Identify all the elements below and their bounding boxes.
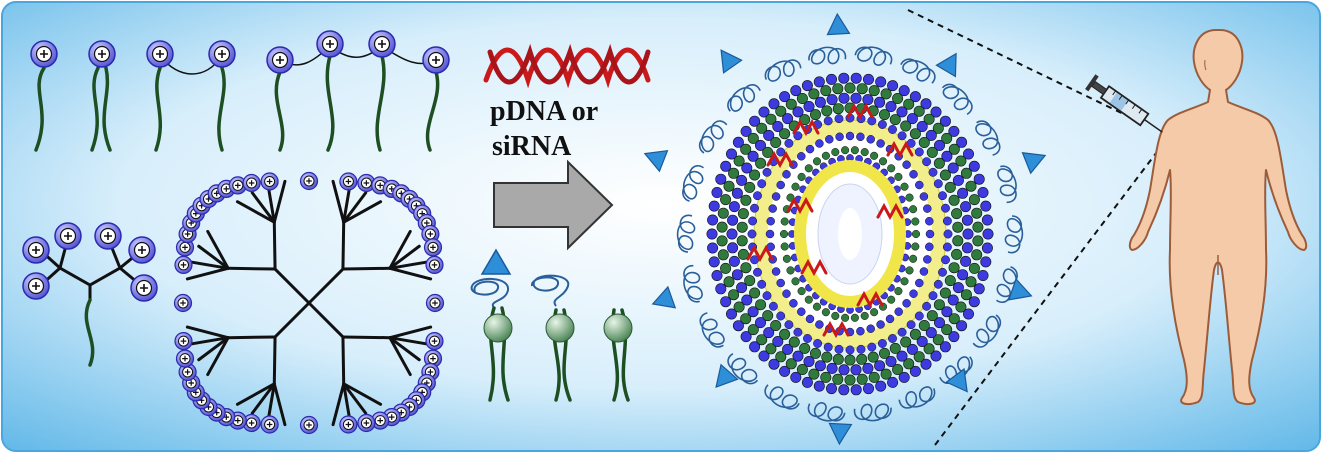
branched-lipid-icon xyxy=(22,222,158,367)
syringe-icon xyxy=(1085,74,1163,133)
dendrimer-head xyxy=(174,255,193,274)
dendrimer-head xyxy=(339,415,358,434)
dna-helix-icon xyxy=(483,43,651,89)
zoom-lines xyxy=(907,9,1167,446)
dendrimer-head xyxy=(260,415,279,434)
dendrimer-head xyxy=(425,332,444,351)
pegylated-lipid-icon xyxy=(470,248,633,402)
dendrimer-head xyxy=(425,255,444,274)
lipid-nanoparticle-icon xyxy=(643,12,1047,446)
dendrimer-head xyxy=(423,238,443,257)
dendrimer-head xyxy=(242,173,261,193)
process-arrow-icon xyxy=(493,159,614,251)
cationic-lipid-icon xyxy=(34,54,440,152)
dendrimer-head xyxy=(425,293,445,313)
dendrimer-head xyxy=(357,413,376,433)
dendrimer-head xyxy=(299,171,319,191)
dendrimer-head xyxy=(339,172,358,191)
payload-label-line1: pDNA or xyxy=(490,96,599,127)
dendrimer-head xyxy=(173,293,193,313)
human-body-icon xyxy=(1128,29,1308,406)
dendrimer-head xyxy=(299,415,319,435)
payload-label-line2: siRNA xyxy=(492,131,572,162)
dendrimer-head xyxy=(260,172,279,191)
dendrimer-head xyxy=(175,349,195,368)
dendrimer-head xyxy=(174,332,193,351)
dendrimer-icon xyxy=(173,171,445,435)
